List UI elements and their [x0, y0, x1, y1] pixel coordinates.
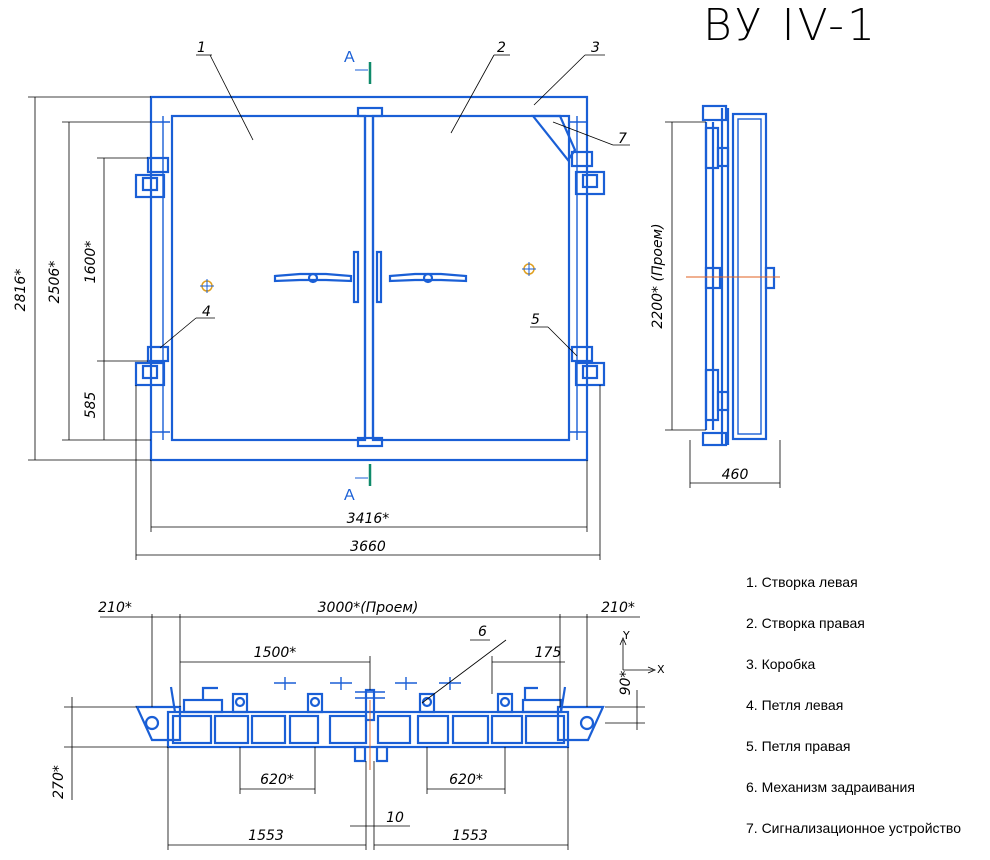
legend-item: 2. Створка правая [746, 615, 865, 631]
callout-4: 4 [202, 304, 211, 320]
dim-h-hinges: 1600* [83, 241, 99, 284]
handle-right [375, 250, 468, 304]
legend-item: 7. Сигнализационное устройство [746, 820, 961, 836]
plan-view: Y X 210* 3000*(Проем) 210* 1500* 175 6 9… [51, 600, 665, 850]
callout-3: 3 [591, 40, 600, 56]
legend-item: 5. Петля правая [746, 738, 851, 754]
dim-h-bottom: 585 [83, 392, 99, 419]
signal-device [530, 114, 577, 162]
dim-bay-left: 620* [260, 772, 294, 788]
axis-y-label: Y [622, 629, 630, 642]
left-leaf [170, 114, 367, 442]
dim-center-gap: 10 [386, 810, 404, 826]
callout-5: 5 [531, 312, 540, 328]
callout-7: 7 [618, 131, 627, 147]
hinge-right-top [570, 150, 606, 196]
dim-height-270: 270* [51, 765, 67, 799]
section-mark-top: А [344, 49, 355, 66]
dim-bay-right: 620* [449, 772, 483, 788]
dim-w-total: 3660 [350, 539, 386, 555]
legend-item: 6. Механизм задраивания [746, 779, 915, 795]
dim-opening-width: 3000*(Проем) [318, 600, 419, 616]
right-leaf [371, 114, 571, 442]
hinge-right-bottom [570, 345, 606, 387]
dim-right-offset: 210* [601, 600, 635, 616]
target-mark-right [522, 262, 536, 276]
plan-body [166, 710, 570, 749]
dim-h-frame: 2506* [47, 261, 63, 304]
legend-item: 3. Коробка [746, 656, 816, 672]
dim-h-total: 2816* [13, 269, 29, 312]
callout-1: 1 [197, 40, 206, 56]
callout-2: 2 [497, 40, 506, 56]
handle-left [273, 250, 360, 304]
hinge-left-bottom [134, 345, 170, 387]
front-view: А А 1 2 3 7 4 5 2816* 2506* [13, 40, 630, 560]
axis-x-label: X [657, 663, 665, 676]
parts-legend: 1. Створка левая 2. Створка правая 3. Ко… [746, 568, 986, 855]
dim-depth: 460 [722, 467, 749, 483]
legend-item: 4. Петля левая [746, 697, 844, 713]
dim-w-frame: 3416* [347, 511, 390, 527]
dim-half-width: 1500* [254, 645, 297, 661]
callout-6: 6 [478, 624, 487, 640]
dim-opening-height: 2200* (Проем) [650, 223, 666, 328]
section-mark-bottom: А [344, 487, 355, 504]
dim-right-gap: 175 [535, 645, 562, 661]
legend-item: 1. Створка левая [746, 574, 858, 590]
target-mark-left [200, 279, 214, 293]
door-frame-outer [149, 95, 589, 462]
dim-leaf-right: 1553 [452, 828, 488, 844]
dim-leaf-left: 1553 [248, 828, 284, 844]
drawing-title: ВУ IV-1 [703, 0, 878, 51]
hinge-left-top [134, 156, 170, 199]
dim-height-90: 90* [618, 671, 634, 696]
side-view: 2200* (Проем) 460 [650, 104, 781, 488]
dim-left-offset: 210* [98, 600, 132, 616]
